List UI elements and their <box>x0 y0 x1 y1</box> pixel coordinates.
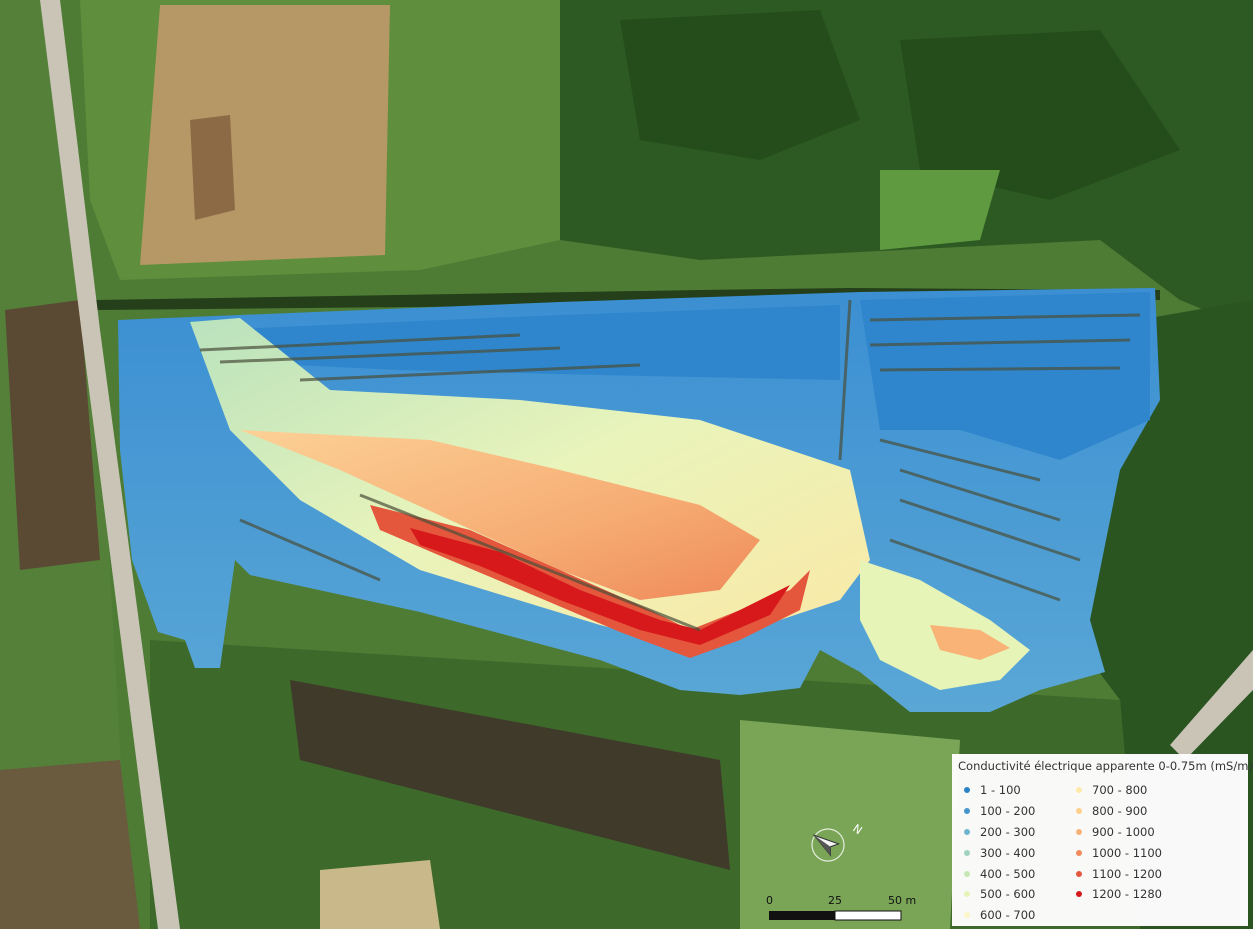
legend-item: 800 - 900 <box>1076 801 1162 822</box>
legend-swatch-icon <box>964 808 970 815</box>
legend-item: 1000 - 1100 <box>1076 842 1162 863</box>
legend-label: 1200 - 1280 <box>1092 887 1162 902</box>
road-west <box>40 0 180 929</box>
legend-swatch-icon <box>964 870 970 877</box>
scale-label-0: 0 <box>766 894 773 907</box>
north-arrow-icon <box>811 828 845 862</box>
legend-item: 200 - 300 <box>964 822 1035 843</box>
survey-track-gaps <box>199 299 1141 632</box>
legend-label: 800 - 900 <box>1092 804 1148 819</box>
map-legend: Conductivité électrique apparente 0-0.75… <box>952 754 1253 926</box>
legend-label: 700 - 800 <box>1092 783 1148 798</box>
west-lower-field <box>0 760 140 929</box>
legend-item: 1200 - 1280 <box>1076 884 1162 905</box>
legend-column-1: 1 - 100 100 - 200 200 - 300 300 - 400 400 - … <box>964 780 1035 926</box>
legend-item: 300 - 400 <box>964 842 1035 863</box>
south-clearing <box>320 860 440 929</box>
legend-item: 1100 - 1200 <box>1076 863 1162 884</box>
forest-north-texture <box>620 10 1180 200</box>
legend-item: 900 - 1000 <box>1076 822 1162 843</box>
legend-item: 600 - 700 <box>964 905 1035 926</box>
survey-peak-core <box>410 528 790 645</box>
legend-label: 1000 - 1100 <box>1092 845 1162 860</box>
road-east <box>1170 650 1253 760</box>
legend-swatch-icon <box>1076 891 1082 898</box>
legend-swatch-icon <box>1076 849 1082 856</box>
legend-item: 700 - 800 <box>1076 780 1162 801</box>
legend-swatch-icon <box>1076 870 1082 877</box>
west-dark-field <box>5 300 100 570</box>
legend-label: 1100 - 1200 <box>1092 866 1162 881</box>
legend-label: 900 - 1000 <box>1092 824 1155 839</box>
legend-swatch-icon <box>964 912 970 919</box>
meadow-northeast <box>880 170 1000 250</box>
legend-items: 1 - 100 100 - 200 200 - 300 300 - 400 400 - … <box>958 780 1242 922</box>
legend-label: 1 - 100 <box>980 783 1021 798</box>
legend-label: 300 - 400 <box>980 845 1036 860</box>
legend-label: 500 - 600 <box>980 887 1036 902</box>
south-meadow <box>740 720 960 929</box>
legend-swatch-icon <box>964 891 970 898</box>
scale-label-50m: 50 m <box>888 894 916 907</box>
legend-title: Conductivité électrique apparente 0-0.75… <box>958 759 1253 773</box>
legend-swatch-icon <box>964 787 970 794</box>
legend-label: 200 - 300 <box>980 824 1036 839</box>
scale-bar-labels: 0 25 50 m <box>766 894 916 907</box>
legend-label: 600 - 700 <box>980 908 1036 923</box>
legend-column-2: 700 - 800 800 - 900 900 - 1000 1000 - 1100 1… <box>1076 780 1162 905</box>
legend-item: 1 - 100 <box>964 780 1035 801</box>
scale-bar <box>769 910 902 921</box>
legend-swatch-icon <box>964 828 970 835</box>
legend-label: 400 - 500 <box>980 866 1036 881</box>
legend-label: 100 - 200 <box>980 804 1036 819</box>
harvested-field <box>140 5 390 265</box>
legend-item: 100 - 200 <box>964 801 1035 822</box>
survey-east-lobe-hot <box>930 625 1010 660</box>
legend-swatch-icon <box>1076 808 1082 815</box>
legend-item: 500 - 600 <box>964 884 1035 905</box>
south-wetland <box>290 680 730 870</box>
scale-label-25: 25 <box>828 894 842 907</box>
legend-swatch-icon <box>964 849 970 856</box>
legend-item: 400 - 500 <box>964 863 1035 884</box>
legend-swatch-icon <box>1076 787 1082 794</box>
survey-deep-blue-zone <box>210 292 1150 460</box>
field-patch <box>190 115 235 220</box>
survey-east-lobe <box>860 560 1030 690</box>
legend-swatch-icon <box>1076 828 1082 835</box>
survey-high-zone <box>240 430 760 600</box>
